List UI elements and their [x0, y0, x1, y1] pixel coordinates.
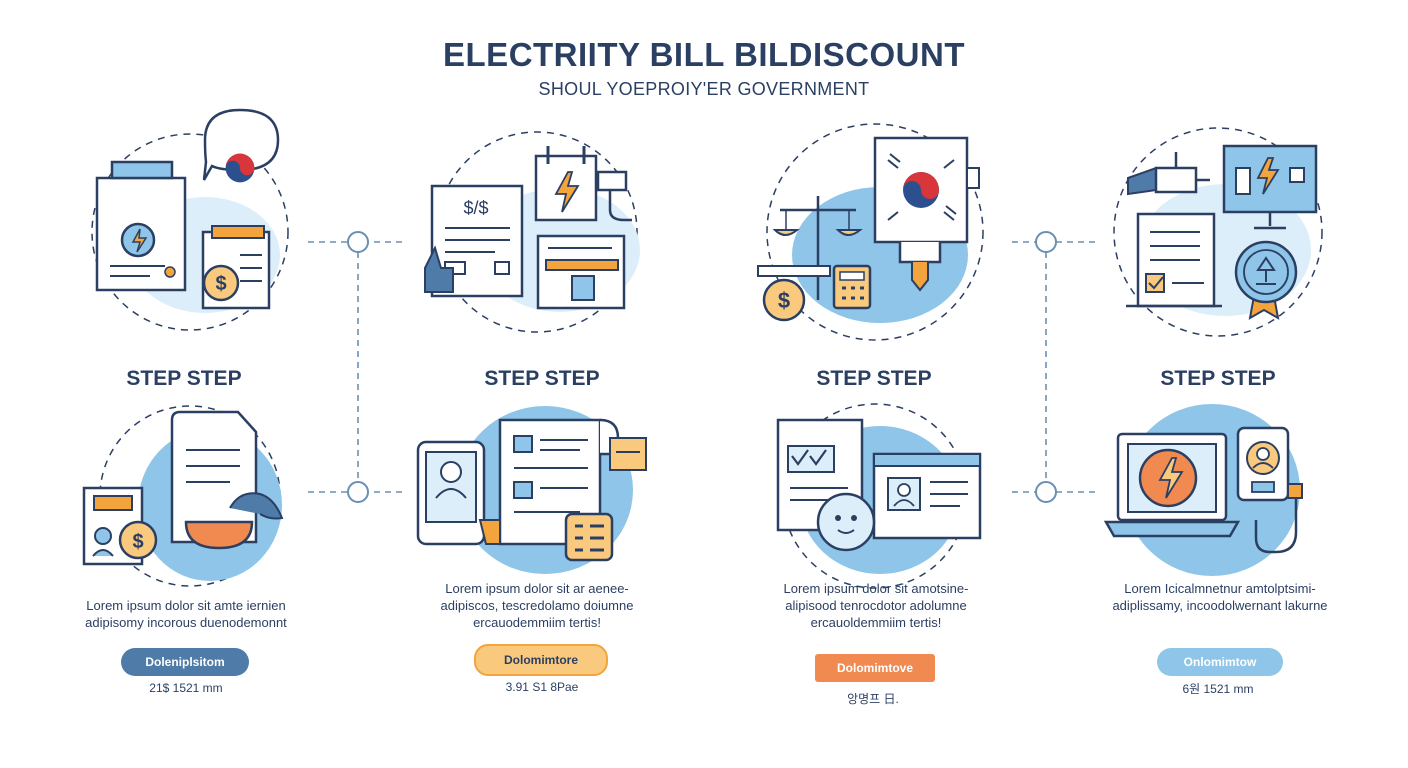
- step3-policy-illustration: $: [757, 123, 984, 341]
- step4-note: 6원 1521 mm: [1182, 682, 1254, 696]
- coin-icon: [202, 264, 240, 302]
- step4-heading: STEP STEP: [1160, 367, 1276, 390]
- step1-desc-line: adipisomy incorous duenodemonnt: [85, 615, 287, 630]
- step1-application-illustration: $: [82, 405, 284, 587]
- step2-invoice-illustration: $/$: [424, 131, 640, 333]
- step2-heading: STEP STEP: [484, 367, 600, 390]
- step2-description: Lorem ipsum dolor sit ar aenee- adipisco…: [397, 580, 677, 631]
- meter-icon: [816, 492, 876, 552]
- step4-description: Lorem Icicalmnetnur amtolptsimi- adiplis…: [1080, 580, 1360, 614]
- step4-button[interactable]: Onlomimtow: [1157, 648, 1283, 676]
- step3-heading: STEP STEP: [816, 367, 932, 390]
- step3-note: 앙명프 日.: [847, 692, 899, 706]
- svg-text:$/$: $/$: [463, 198, 488, 218]
- step4-certificate-illustration: [1113, 127, 1323, 337]
- flag-icon: [225, 153, 255, 183]
- page-title: ELECTRIITY BILL BILDISCOUNT: [443, 36, 965, 73]
- step1-heading: STEP STEP: [126, 367, 242, 390]
- step1-button[interactable]: Doleniplsitom: [121, 648, 249, 676]
- checkbox-icon: [1145, 273, 1165, 293]
- step2-desc-line: adipiscos, tescredolamo doiumne: [440, 598, 634, 613]
- step2-desc-line: ercauodemmiim tertis!: [473, 615, 601, 630]
- step3-desc-line: alipisood tenrocdotor adolumne: [785, 598, 967, 613]
- flag-icon: [903, 172, 939, 208]
- coin-icon: [118, 520, 158, 560]
- step2-desc-line: Lorem ipsum dolor sit ar aenee-: [445, 581, 629, 596]
- bolt-icon: [1256, 157, 1280, 195]
- page-subtitle: SHOUL YOEPROIY'ER GOVERNMENT: [538, 79, 870, 99]
- svg-text:$: $: [778, 288, 790, 313]
- connector-nodes: [347, 231, 1057, 503]
- step3-description: Lorem ipsum dolor sit amotsine- alipisoo…: [736, 580, 1016, 631]
- svg-text:$: $: [215, 273, 226, 295]
- step3-button[interactable]: Dolomimtove: [815, 654, 935, 682]
- step1-desc-line: Lorem ipsum dolor sit amte iernien: [86, 598, 286, 613]
- step2-note: 3.91 S1 8Pae: [505, 680, 579, 694]
- step3-checklist-illustration: [776, 403, 982, 589]
- step4-online-illustration: [1103, 404, 1303, 576]
- step1-bill-illustration: $: [91, 108, 289, 331]
- step4-desc-line: adiplissamy, incoodolwernant lakurne: [1112, 598, 1328, 613]
- step3-desc-line: Lorem ipsum dolor sit amotsine-: [783, 581, 969, 596]
- coin-icon: [762, 278, 806, 322]
- step2-button[interactable]: Dolomimtore: [474, 644, 608, 676]
- step3-desc-line: ercauoldemmiim tertis!: [810, 615, 942, 630]
- bolt-icon: [554, 171, 580, 213]
- step4-desc-line: Lorem Icicalmnetnur amtolptsimi-: [1124, 581, 1316, 596]
- step1-description: Lorem ipsum dolor sit amte iernien adipi…: [46, 597, 326, 631]
- step2-form-illustration: [416, 406, 647, 574]
- step1-note: 21$ 1521 mm: [149, 681, 223, 695]
- svg-text:$: $: [132, 531, 143, 553]
